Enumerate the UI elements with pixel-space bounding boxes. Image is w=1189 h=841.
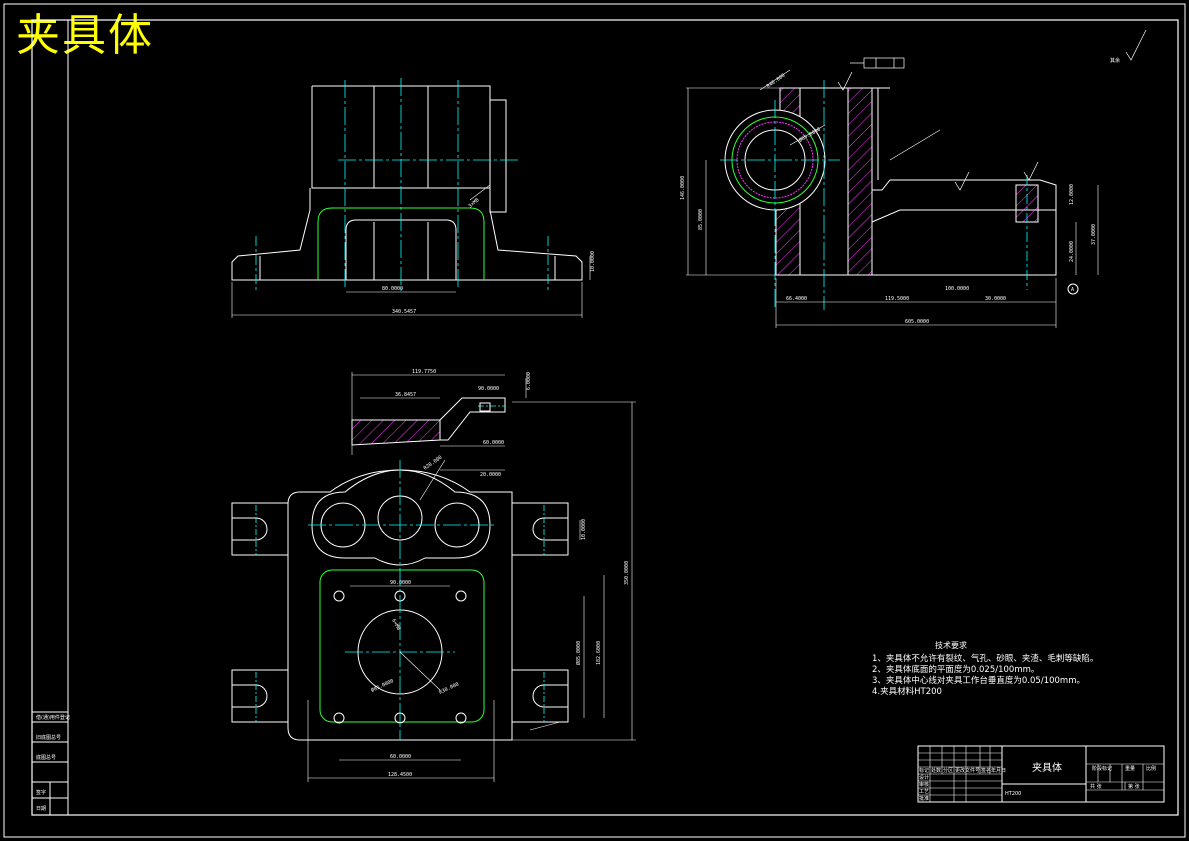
inner-border	[31, 19, 1179, 816]
note-1: 1、夹具体不允许有裂纹、气孔、砂眼、夹渣、毛刺等缺陷。	[872, 653, 1098, 664]
top-dim-17: R20.000	[423, 455, 444, 472]
top-dim-11: 182.6000	[596, 641, 602, 665]
tb-header-2: 处数	[931, 767, 941, 774]
front-dim-4: 3×M8	[467, 197, 480, 209]
top-dim-6: 6.0000	[526, 372, 532, 390]
top-dim-10: 350.0000	[624, 561, 630, 585]
note-2: 2、夹具体底面的平面度为0.025/100mm。	[872, 664, 1039, 675]
technical-notes: 技术要求 1、夹具体不允许有裂纹、气孔、砂眼、夹渣、毛刺等缺陷。 2、夹具体底面…	[872, 640, 1098, 697]
strip-cell-5: 日期	[36, 806, 46, 812]
left-strip: 借(通)用件登记 旧底图总号 底图总号 签字 日期	[31, 711, 70, 816]
top-dim-5: 20.0000	[480, 472, 501, 478]
tb-header-1: 标记	[919, 767, 929, 774]
top-dim-7: 90.0000	[390, 580, 411, 586]
tb-part-name: 夹具体	[1032, 761, 1062, 774]
top-dim-1: 119.7750	[412, 369, 436, 375]
tb-header-3: 分区	[943, 767, 953, 774]
datum-label: A	[1071, 287, 1074, 293]
top-dim-14: Ø85.0000	[370, 677, 395, 694]
side-view[interactable]: 146.0000 85.0000 66.4000 119.5000 100.00…	[680, 57, 1099, 328]
side-dim-10: 12.0000	[1069, 184, 1075, 205]
drawing-title: 夹具体	[16, 10, 154, 61]
tb-role-1: 设计	[919, 774, 929, 781]
side-dim-9: 24.0000	[1069, 241, 1075, 262]
roughness-text: 其余	[1110, 57, 1120, 64]
tb-right-2: 重量	[1125, 765, 1135, 772]
tb-right-3: 比例	[1146, 765, 1156, 772]
front-dim-2: 340.5457	[392, 309, 416, 315]
tb-role-2: 审核	[919, 781, 929, 788]
tb-role-4: 批准	[919, 795, 929, 802]
top-dim-8: 60.0000	[390, 754, 411, 760]
side-dim-2: 85.0000	[698, 209, 704, 230]
top-dim-16: 6×M8	[390, 618, 401, 631]
top-dim-3: 36.8457	[395, 392, 416, 398]
side-dim-5: 100.0000	[945, 286, 969, 292]
side-dim-6: 30.0000	[985, 296, 1006, 302]
tb-right-4: 共 张	[1090, 783, 1102, 790]
front-view[interactable]: 80.0000 340.5457 10.0000 3×M8	[231, 78, 596, 318]
side-dim-1: 146.0000	[680, 176, 686, 200]
front-dim-1: 80.0000	[382, 286, 403, 292]
strip-cell-4: 签字	[36, 789, 46, 796]
side-dim-3: 66.4000	[786, 296, 807, 302]
tb-header-5: 签名	[981, 767, 991, 774]
side-dim-4: 119.5000	[885, 296, 909, 302]
outer-border	[3, 3, 1186, 838]
top-view[interactable]: 119.7750 90.0000 36.8457 60.0000 20.0000…	[231, 369, 636, 782]
strip-cell-1: 借(通)用件登记	[36, 714, 70, 721]
note-3: 3、夹具体中心线对夹具工作台垂直度为0.05/100mm。	[872, 675, 1085, 686]
top-dim-13: 10.0000	[581, 519, 587, 540]
top-dim-12: Ø85.0000	[575, 641, 582, 665]
strip-cell-2: 旧底图总号	[36, 734, 61, 741]
side-dim-12: R40.000	[766, 73, 787, 90]
top-dim-4: 60.0000	[483, 440, 504, 446]
note-4: 4.夹具材料HT200	[872, 686, 942, 697]
tb-right-5: 第 张	[1128, 783, 1140, 790]
tb-material: HT200	[1005, 791, 1021, 797]
side-dim-8: 37.0000	[1091, 224, 1097, 245]
tb-role-3: 工艺	[919, 789, 929, 795]
notes-title: 技术要求	[935, 640, 967, 650]
top-dim-2: 90.0000	[478, 386, 499, 392]
tb-header-6: 年月日	[991, 767, 1006, 774]
top-dim-15: R30.000	[438, 681, 460, 695]
tb-right-1: 阶段标记	[1092, 765, 1112, 772]
tb-header-4: 更改文件号	[955, 767, 980, 774]
strip-cell-3: 底图总号	[36, 754, 56, 761]
front-dim-3: 10.0000	[590, 251, 596, 272]
side-dim-7: 605.0000	[905, 319, 929, 325]
top-dim-9: 128.4500	[388, 772, 412, 778]
roughness-note: 其余	[1110, 29, 1147, 64]
title-block: 标记 处数 分区 更改文件号 签名 年月日 设计 审核 工艺 批准 夹具体 HT…	[917, 745, 1165, 803]
